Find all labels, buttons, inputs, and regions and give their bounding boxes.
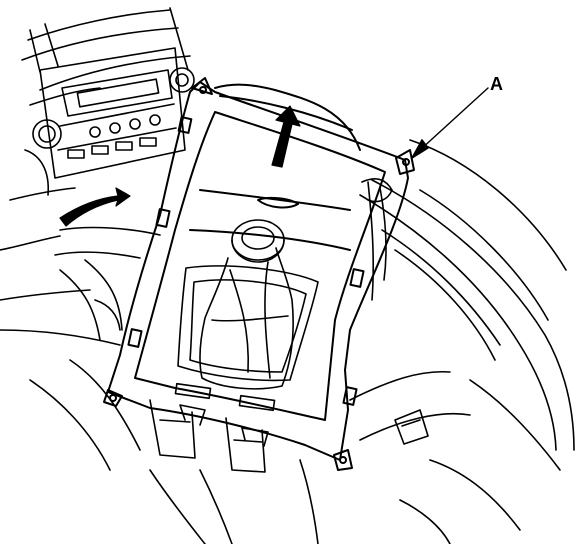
panel-button-icon <box>129 118 141 130</box>
shift-knob-icon <box>231 219 285 261</box>
panel-button-icon <box>91 145 109 155</box>
arrow-up-icon <box>271 105 301 168</box>
shift-lever-boot <box>177 219 319 390</box>
connector-icon <box>394 409 429 445</box>
connector-icon <box>179 404 206 426</box>
wire-harness <box>361 177 393 301</box>
steering-column <box>359 139 575 451</box>
arrow-right-icon <box>59 187 131 227</box>
left-knob-icon <box>32 119 62 149</box>
mounting-tab-icon <box>191 77 213 95</box>
clip-icon <box>342 386 358 406</box>
mounting-hole-icon <box>402 158 410 166</box>
panel-button-icon <box>149 114 161 126</box>
slot-icon <box>257 196 299 209</box>
clip-icon <box>177 116 193 134</box>
clip-icon <box>127 328 143 348</box>
console-panel <box>103 77 415 471</box>
callout-a: A <box>411 74 503 159</box>
lower-console-outline <box>29 226 561 544</box>
mounting-hole-icon <box>339 456 347 464</box>
mounting-tab-icon <box>333 449 353 471</box>
panel-button-icon <box>67 149 85 159</box>
callout-a-arrowhead-icon <box>411 139 429 159</box>
dashboard-outline <box>0 7 191 346</box>
connector-icon <box>241 427 269 447</box>
panel-button-icon <box>89 126 101 138</box>
mounting-tab-icon <box>103 389 123 407</box>
panel-button-icon <box>139 137 157 147</box>
mounting-hole-icon <box>199 86 207 94</box>
clip-icon <box>349 268 365 288</box>
lower-bracket <box>149 382 276 473</box>
right-knob-icon <box>169 67 195 93</box>
panel-button-icon <box>115 141 133 151</box>
callout-a-leader <box>419 87 489 151</box>
mounting-tab-icon <box>395 149 415 175</box>
mounting-hole-icon <box>109 394 117 402</box>
climate-control-panel <box>32 47 195 179</box>
panel-button-icon <box>109 122 121 134</box>
clip-icon <box>155 208 171 228</box>
callout-a-label: A <box>490 74 503 94</box>
